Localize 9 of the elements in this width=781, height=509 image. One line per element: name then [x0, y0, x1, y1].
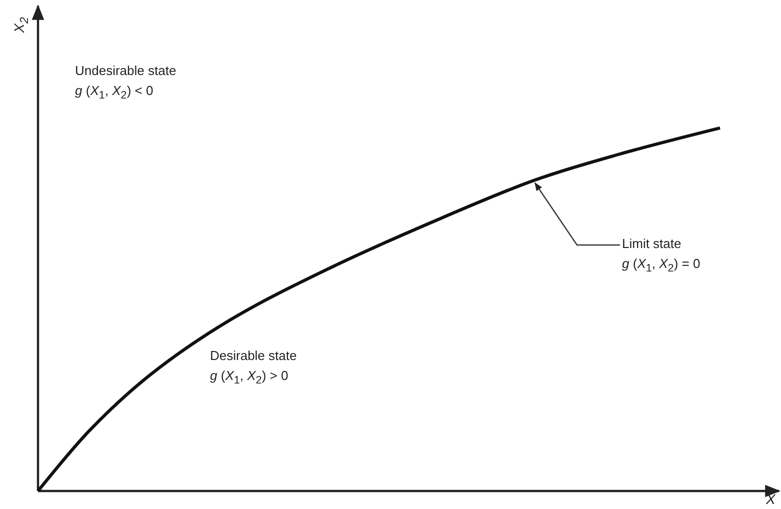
limit-state-curve: [36, 126, 720, 492]
region-formula: g (X$_{1}$, X$_{2}$) > 0: [210, 367, 288, 389]
limit-state-formula: g (X$_{1}$, X$_{2}$) = 0: [622, 255, 700, 277]
leader-line: [534, 182, 620, 246]
region-label: Desirable state: [210, 347, 297, 365]
region-formula: g (X$_{1}$, X$_{2}$) < 0: [75, 82, 154, 104]
region-label: Undesirable state: [75, 62, 176, 80]
state-label: Limit state: [622, 235, 682, 253]
axis-label: X: [766, 490, 776, 509]
